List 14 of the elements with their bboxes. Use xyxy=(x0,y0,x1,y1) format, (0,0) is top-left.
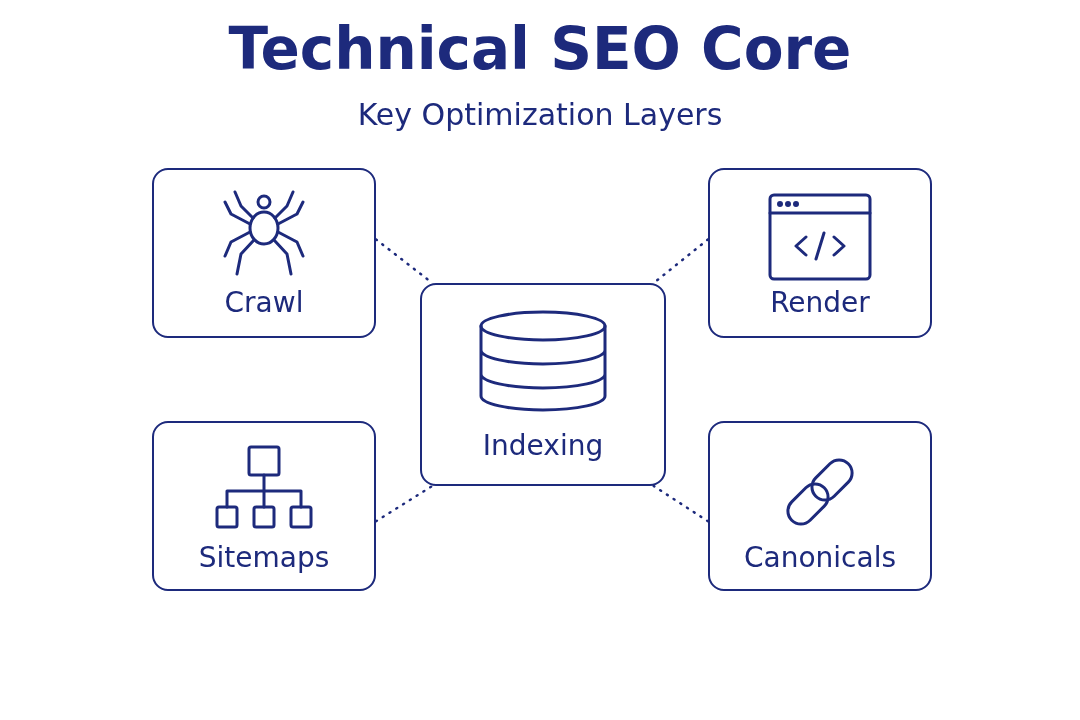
card-label: Canonicals xyxy=(744,541,896,575)
dotted-connector xyxy=(652,484,710,523)
layer-card xyxy=(152,168,376,338)
layer-card xyxy=(708,168,932,338)
layer-card xyxy=(420,283,666,486)
subtitle: Key Optimization Layers xyxy=(357,96,723,134)
dotted-connector xyxy=(374,484,434,523)
layer-card xyxy=(152,421,376,591)
layer-card xyxy=(708,421,932,591)
card-label: Render xyxy=(770,286,870,320)
card-label: Sitemaps xyxy=(198,541,330,575)
card-label: Indexing xyxy=(482,429,604,463)
card-label: Crawl xyxy=(224,286,304,320)
title: Technical SEO Core xyxy=(228,14,852,84)
